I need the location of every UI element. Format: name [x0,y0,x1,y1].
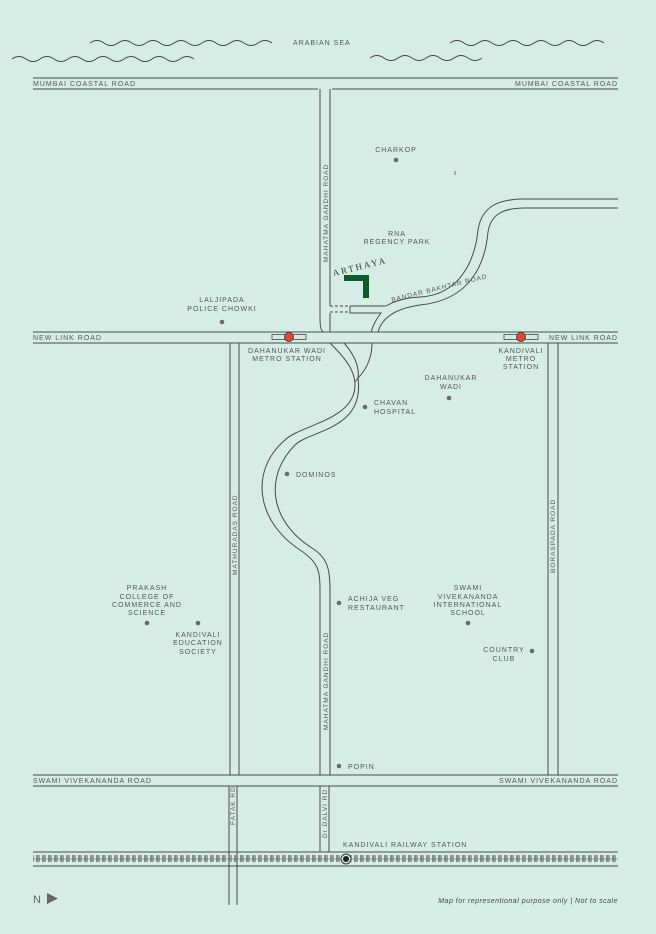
sea-waves [11,40,605,62]
place-dahanukar-wadi[interactable]: DAHANUKAR WADI [425,375,478,401]
svg-text:SCHOOL: SCHOOL [450,610,486,617]
arthaya-project[interactable]: ARTHAYA [332,255,388,298]
svg-text:EDUCATION: EDUCATION [173,640,223,647]
coastal-road-label-right: MUMBAI COASTAL ROAD [515,81,618,88]
new-link-road [33,331,618,344]
mathuradas-road [229,343,240,775]
borapada-road [547,343,559,775]
place-swami-vivekananda-school[interactable]: SWAMI VIVEKANANDA INTERNATIONAL SCHOOL [434,585,503,626]
svg-text:METRO STATION: METRO STATION [252,356,322,363]
svg-text:RESTAURANT: RESTAURANT [348,605,405,612]
dahanukar-wadi-metro[interactable] [271,332,307,342]
mathuradas-road-label: MATHURADAS ROAD [232,494,239,575]
svg-text:STATION: STATION [503,364,539,371]
svg-text:CLUB: CLUB [493,656,516,663]
swami-vivekananda-road [33,774,618,787]
dr-dalvi-road [319,786,330,852]
railway-station-icon [343,856,349,862]
place-kandivali-education-society[interactable]: KANDIVALI EDUCATION SOCIETY [173,620,223,656]
svg-text:RNA: RNA [388,231,406,238]
svg-text:DAHANUKAR: DAHANUKAR [425,375,478,382]
new-link-road-label-right: NEW LINK ROAD [549,335,618,342]
metro-station-icon [284,332,294,342]
place-laljipada-police-chowki[interactable]: LALJIPADA POLICE CHOWKI [187,297,256,325]
place-dominos[interactable]: DOMINOS [284,471,337,479]
svg-text:DOMINOS: DOMINOS [296,472,336,479]
svg-text:CHARKOP: CHARKOP [375,147,417,154]
svg-text:KANDIVALI: KANDIVALI [175,632,220,639]
svg-text:CHAVAN: CHAVAN [374,400,408,407]
dalvi-road-label: Dr DALVI RD [322,789,329,838]
label-dahanukar-wadi-metro: DAHANUKAR WADI METRO STATION [248,348,326,363]
sv-road-label-right: SWAMI VIVEKANANDA ROAD [499,778,618,785]
svg-text:HOSPITAL: HOSPITAL [374,409,416,416]
svg-text:COLLEGE OF: COLLEGE OF [120,594,175,601]
new-link-road-label-left: NEW LINK ROAD [33,335,102,342]
svg-text:SCIENCE: SCIENCE [128,610,166,617]
bandar-bakhtar-road [377,198,618,333]
fatak-road [228,786,238,905]
kandivali-metro[interactable] [503,332,539,342]
svg-text:PRAKASH: PRAKASH [127,585,167,592]
project-name: ARTHAYA [332,255,388,278]
place-country-club[interactable]: COUNTRY CLUB [483,647,535,663]
place-chavan-hospital[interactable]: CHAVAN HOSPITAL [362,400,416,416]
fatak-road-label: FATAK RD [230,786,237,825]
svg-text:DAHANUKAR WADI: DAHANUKAR WADI [248,348,326,355]
svg-text:POLICE CHOWKI: POLICE CHOWKI [187,306,256,313]
svg-text:LALJIPADA: LALJIPADA [199,297,244,304]
place-popin[interactable]: POPIN [336,763,375,771]
coastal-road [33,77,618,90]
svg-text:N: N [33,894,41,906]
svg-text:COMMERCE AND: COMMERCE AND [112,602,182,609]
railway-station-label: KANDIVALI RAILWAY STATION [343,842,467,849]
project-marker-icon [344,275,369,298]
sea-label: ARABIAN SEA [293,40,351,47]
svg-text:ACHIJA VEG: ACHIJA VEG [348,596,399,603]
place-achija-veg-restaurant[interactable]: ACHIJA VEG RESTAURANT [336,596,405,612]
railway-line [33,851,618,867]
place-rna-regency-park: RNA REGENCY PARK [364,231,431,246]
svg-text:SOCIETY: SOCIETY [179,649,217,656]
project-access-road [330,305,386,333]
sv-road-label-left: SWAMI VIVEKANANDA ROAD [33,778,152,785]
mg-road-south-label: MAHATMA GANDHI ROAD [323,632,330,730]
svg-text:METRO: METRO [506,356,536,363]
mahatma-gandhi-road-curve [261,342,373,775]
svg-text:POPIN: POPIN [348,764,375,771]
svg-text:WADI: WADI [440,384,462,391]
svg-text:INTERNATIONAL: INTERNATIONAL [434,602,503,609]
mg-road-north-label: MAHATMA GANDHI ROAD [323,164,330,262]
place-charkop[interactable]: CHARKOP [375,147,417,163]
north-indicator: N [33,893,58,906]
place-prakash-college[interactable]: PRAKASH COLLEGE OF COMMERCE AND SCIENCE [112,585,182,626]
bandar-road-label: BANDAR BAKHTAR ROAD [391,273,488,304]
svg-text:SWAMI: SWAMI [454,585,482,592]
svg-text:REGENCY PARK: REGENCY PARK [364,239,431,246]
coastal-road-label-left: MUMBAI COASTAL ROAD [33,81,136,88]
metro-station-icon [516,332,526,342]
svg-text:COUNTRY: COUNTRY [483,647,524,654]
north-arrow-icon [47,893,58,904]
kandivali-railway-station[interactable] [340,853,352,865]
label-kandivali-metro: KANDIVALI METRO STATION [498,348,543,371]
map-disclaimer: Map for representional purpose only | No… [438,898,618,905]
svg-text:VIVEKANANDA: VIVEKANANDA [438,594,499,601]
svg-text:KANDIVALI: KANDIVALI [498,348,543,355]
borapada-road-label: BORASPADA ROAD [550,499,557,573]
